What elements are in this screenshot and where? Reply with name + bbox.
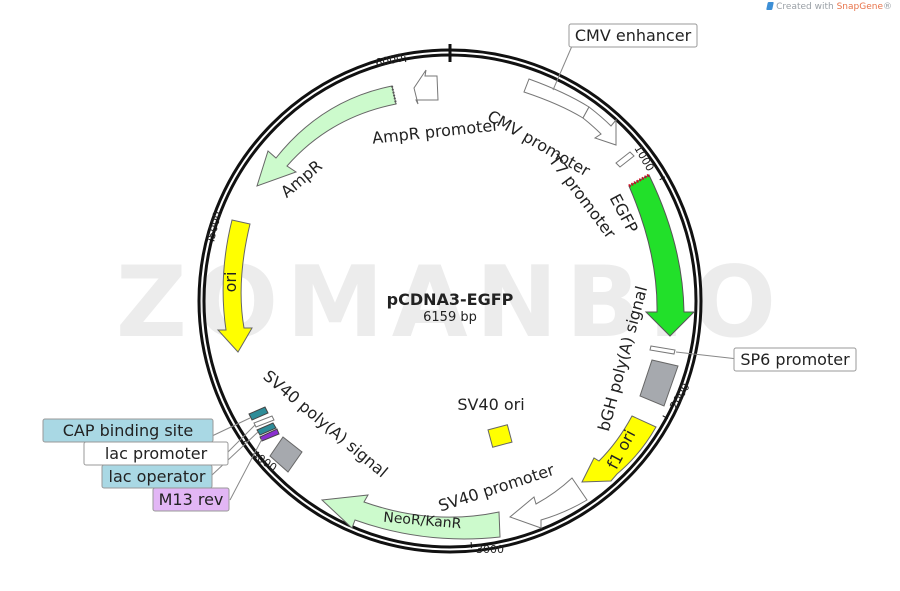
tick-label-5000: 5000 [205, 210, 225, 240]
leader-m13-rev [229, 438, 263, 501]
leader-cap-site [211, 417, 251, 437]
label-lac-promoter: lac promoter [105, 444, 208, 463]
bgh-polya-block [639, 359, 679, 407]
tick-label-6000: 6000 [374, 51, 404, 70]
box-m13-rev [152, 487, 230, 512]
box-cmv-enhancer [568, 23, 698, 48]
f1-ori-arrow [581, 415, 657, 483]
ampr-arrow [256, 85, 397, 187]
ampr-start-marker [391, 85, 397, 105]
tick-mark-2000 [662, 415, 669, 420]
label-sv40-ori: SV40 ori [457, 395, 524, 414]
tick-marks [208, 56, 669, 549]
tick-mark-4000 [241, 439, 247, 445]
lac-operator-block [256, 422, 277, 436]
leader-lac-promoter [226, 424, 256, 454]
snapgene-credit: Created with SnapGene® [766, 2, 892, 12]
egfp-start-marker [628, 173, 650, 188]
box-sp6-promoter [733, 347, 857, 372]
label-neor-kanr: NeoR/KanR [383, 510, 463, 533]
label-ori: ori [221, 272, 240, 293]
tick-mark-1000 [659, 176, 666, 181]
t7-promoter-arrow [615, 151, 635, 168]
sv40-ori-block [487, 424, 513, 448]
ampr-promoter-arrow [413, 69, 439, 105]
credit-brand: SnapGene [836, 2, 883, 12]
tick-mark-6000 [404, 56, 407, 63]
label-cmv-enhancer: CMV enhancer [575, 26, 692, 45]
tick-mark-3000 [470, 542, 473, 549]
plasmid-name: pCDNA3-EGFP [387, 290, 514, 309]
neor-kanr-arrow [320, 494, 501, 540]
label-sp6-promoter: SP6 promoter [740, 350, 850, 369]
egfp-arrow [628, 174, 696, 337]
tick-mark-5000 [208, 238, 215, 242]
leader-lac-operator [211, 431, 259, 476]
label-ampr-promoter: AmpR promoter [371, 115, 500, 147]
tick-label-3000: 3000 [476, 543, 504, 556]
leader-sp6-promoter [675, 351, 739, 360]
label-m13-rev: M13 rev [159, 490, 224, 509]
credit-prefix: Created with [776, 2, 834, 12]
credit-suffix: ® [883, 2, 892, 12]
leader-cmv-enhancer [552, 45, 573, 91]
label-cap-site: CAP binding site [63, 421, 193, 440]
cmv-promoter-arrow [582, 106, 617, 146]
lac-promoter-arrow [253, 415, 275, 428]
sp6-promoter-arrow [649, 345, 676, 355]
sv40-polya-block [269, 436, 303, 473]
label-lac-operator: lac operator [109, 467, 206, 486]
ori-arrow [216, 219, 253, 353]
leader-lines [211, 45, 739, 501]
label-cmv-promoter: CMV promoter [484, 106, 594, 180]
plasmid-size: 6159 bp [423, 310, 477, 325]
cap-binding-site-block [248, 406, 269, 421]
tick-label-1000: 1000 [631, 143, 656, 174]
sv40-promoter-arrow [509, 477, 588, 529]
